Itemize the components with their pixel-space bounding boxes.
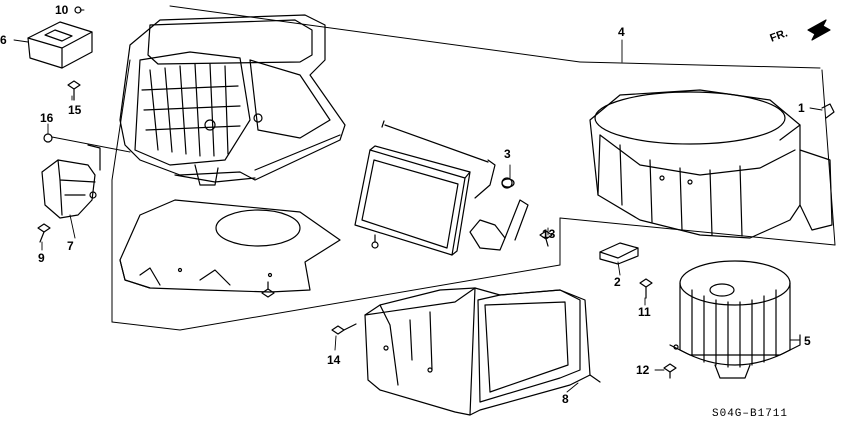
- part-label-4: 4: [618, 25, 625, 39]
- blower-upper-housing: [119, 14, 346, 186]
- lower-duct: [364, 287, 601, 416]
- grommet: [501, 178, 515, 188]
- mode-actuator: [41, 133, 101, 219]
- assembly-boundary: [111, 5, 836, 331]
- screws-left: [37, 80, 81, 243]
- blower-lower-plate: [119, 199, 341, 293]
- leader-lines: [13, 9, 823, 393]
- part-label-14: 14: [327, 353, 341, 367]
- part-label-9: 9: [38, 251, 45, 265]
- part-label-5: 5: [804, 334, 811, 348]
- part-label-1: 1: [798, 101, 805, 115]
- link-rod: [381, 120, 529, 251]
- clip: [821, 103, 835, 119]
- fan-housing: [589, 89, 833, 239]
- part-label-13: 13: [542, 227, 556, 241]
- screw-14: [331, 323, 357, 335]
- part-label-11: 11: [638, 305, 651, 319]
- filter-frame: [354, 145, 471, 256]
- screw-plate: [261, 281, 275, 298]
- front-arrow: [807, 19, 831, 41]
- part-label-7: 7: [67, 239, 74, 253]
- blower-motor: [669, 260, 801, 379]
- resistor: [27, 6, 93, 69]
- part-label-3: 3: [504, 147, 511, 161]
- diagram-code: S04G–B1711: [712, 408, 789, 420]
- part-label-12: 12: [636, 363, 650, 377]
- part-label-2: 2: [614, 275, 621, 289]
- screws-right: [539, 230, 677, 379]
- connector: [599, 242, 639, 265]
- part-label-15: 15: [68, 103, 82, 117]
- part-label-16: 16: [40, 111, 54, 125]
- part-label-8: 8: [562, 392, 569, 406]
- part-label-6: 6: [0, 33, 7, 47]
- part-label-10: 10: [55, 3, 69, 17]
